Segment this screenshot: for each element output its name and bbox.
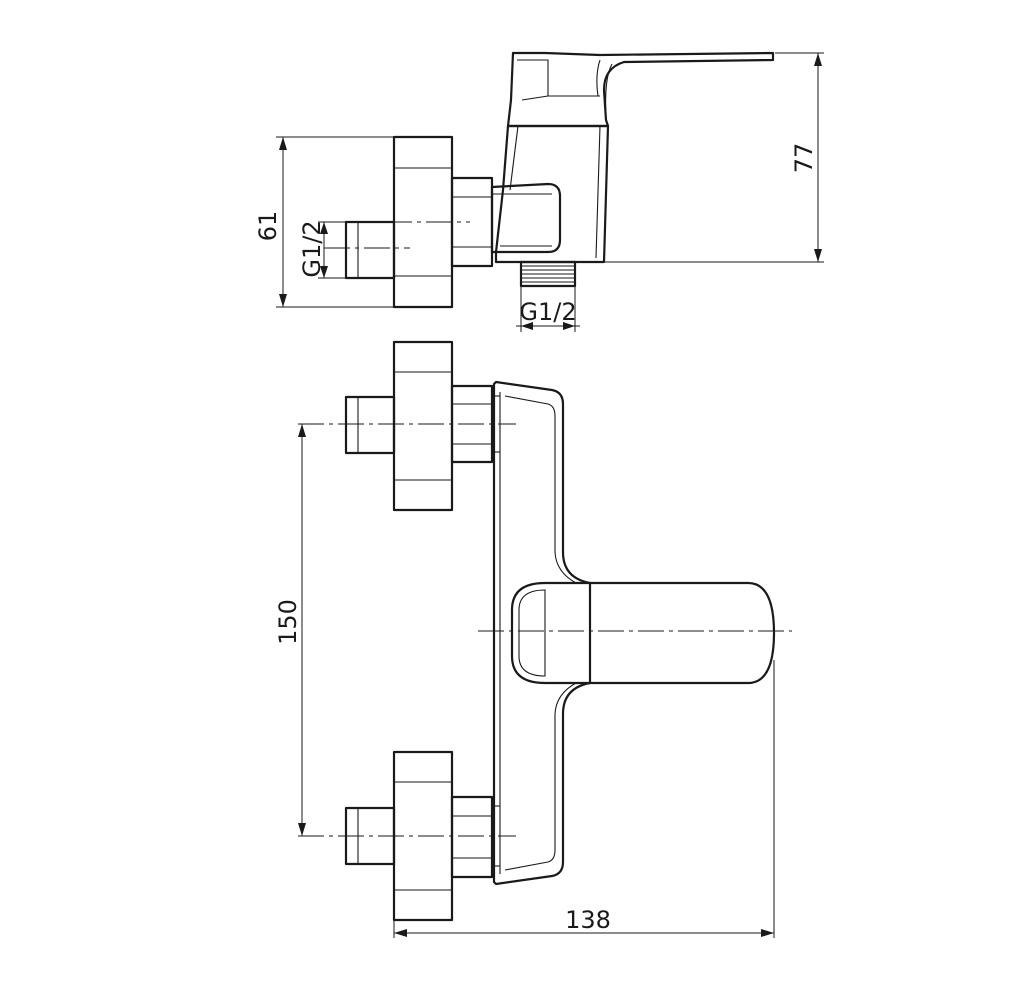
label-thread-inlet: G1/2: [298, 220, 326, 277]
dimension-height-top: 77: [604, 52, 824, 263]
front-lever-handle: [510, 581, 776, 685]
side-inlet-stub: [344, 220, 396, 280]
label-width: 138: [565, 906, 611, 934]
front-upper-inlet: [344, 340, 500, 512]
side-view: [324, 51, 775, 309]
label-thread-outlet: G1/2: [519, 298, 576, 326]
label-spacing: 150: [274, 599, 302, 645]
label-height-top: 77: [790, 143, 818, 174]
dimension-height-side: 61: [254, 136, 394, 308]
label-height-side: 61: [254, 211, 282, 242]
side-outlet-thread: [519, 260, 577, 288]
front-mixer-body: [492, 380, 592, 886]
side-lever-handle: [506, 51, 775, 128]
dimension-thread-outlet: G1/2: [516, 286, 580, 332]
dimension-width: 138: [393, 660, 775, 938]
dimension-spacing: 150: [274, 424, 306, 836]
front-view: [298, 340, 792, 922]
dimension-thread-inlet: G1/2: [298, 220, 346, 279]
